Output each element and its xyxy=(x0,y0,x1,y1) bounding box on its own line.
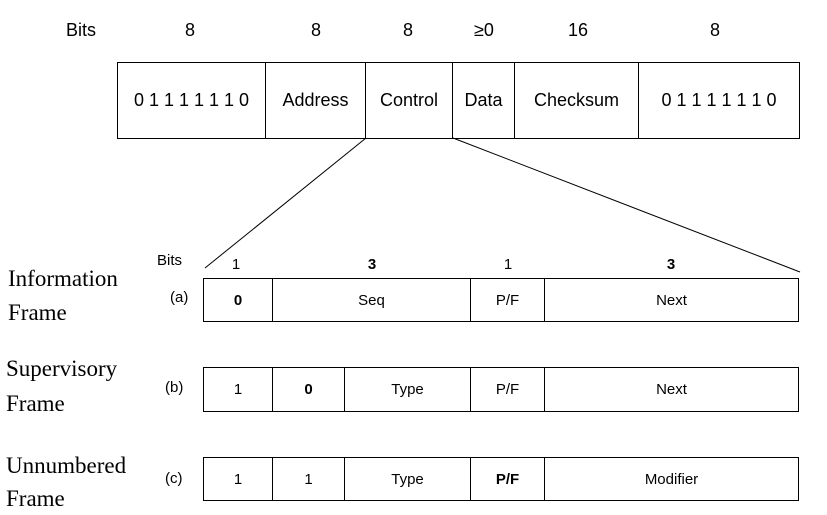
unnumbered-frame-label-line1: Unnumbered xyxy=(6,453,127,478)
super-type: Type xyxy=(345,368,471,411)
top-bit-width-flag-end: 8 xyxy=(709,20,720,40)
field-flag-end: 0 1 1 1 1 1 1 0 xyxy=(661,90,777,110)
super-bit-1: 1 xyxy=(204,368,273,411)
top-bit-width-data: ≥0 xyxy=(474,20,494,40)
field-control: Control xyxy=(366,63,453,138)
top-bit-width-control: 8 xyxy=(402,20,413,40)
unnum-modifier: Modifier xyxy=(644,470,699,488)
top-bit-width-flag-start: 8 xyxy=(184,20,195,40)
zoom-line-right xyxy=(452,137,801,273)
field-checksum: Checksum xyxy=(515,63,639,138)
field-flag-start: 0 1 1 1 1 1 1 0 xyxy=(118,63,266,138)
unnum-pf: P/F xyxy=(471,458,545,500)
top-frame-row: 0 1 1 1 1 1 1 0 Address Control Data Che… xyxy=(117,62,800,139)
top-bits-label: Bits xyxy=(66,20,97,40)
unnumbered-frame-label-line2: Frame xyxy=(6,486,65,511)
detail-bit-width-2: 3 xyxy=(367,256,377,273)
information-frame-label-line2: Frame xyxy=(8,300,67,325)
info-next: Next xyxy=(656,291,687,309)
information-frame-row: 0 Seq P/F Next xyxy=(203,278,799,322)
information-frame-label-line1: Information xyxy=(8,266,118,291)
detail-bit-width-1: 1 xyxy=(231,256,241,273)
unnum-type: Type xyxy=(345,458,471,500)
unnumbered-frame-tag: (c) xyxy=(165,470,183,487)
supervisory-frame-tag: (b) xyxy=(165,379,184,396)
zoom-line-left xyxy=(204,137,367,269)
top-bit-width-address: 8 xyxy=(310,20,321,40)
super-pf: P/F xyxy=(471,368,545,411)
supervisory-frame-label-line1: Supervisory xyxy=(6,356,118,381)
detail-bit-width-4: 3 xyxy=(666,256,676,273)
super-bit-0: 0 xyxy=(273,368,345,411)
supervisory-frame-row: 1 0 Type P/F Next xyxy=(203,367,799,412)
unnum-bit-1a: 1 xyxy=(204,458,273,500)
super-next: Next xyxy=(656,381,687,398)
info-bit-0: 0 xyxy=(204,279,273,321)
info-seq: Seq xyxy=(273,279,471,321)
unnum-bit-1b: 1 xyxy=(273,458,345,500)
field-address: Address xyxy=(266,63,366,138)
supervisory-frame-label-line2: Frame xyxy=(6,391,65,416)
field-data: Data xyxy=(453,63,515,138)
detail-bits-label: Bits xyxy=(157,252,183,269)
unnumbered-frame-row: 1 1 Type P/F Modifier xyxy=(203,457,799,501)
top-bit-width-checksum: 16 xyxy=(567,20,589,40)
info-pf: P/F xyxy=(471,279,545,321)
detail-bit-width-3: 1 xyxy=(503,256,513,273)
information-frame-tag: (a) xyxy=(170,289,189,306)
